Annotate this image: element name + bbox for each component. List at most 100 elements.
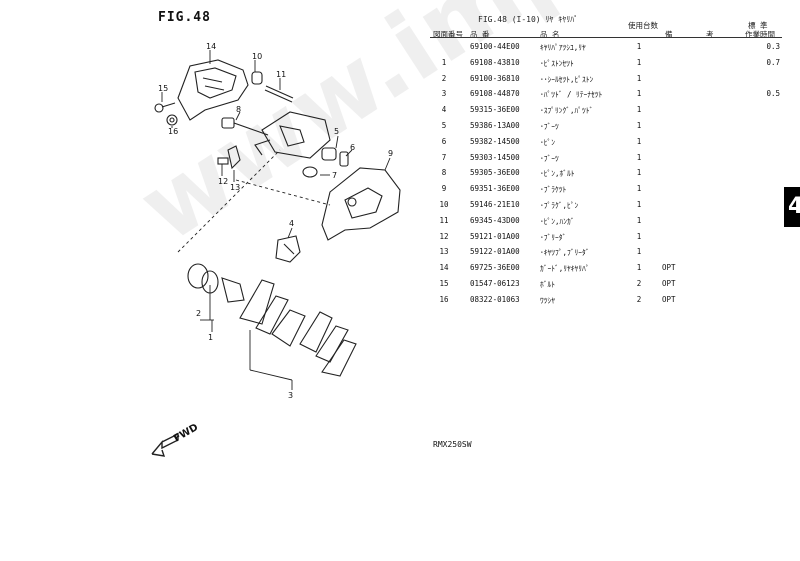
cell-description: ･ﾌﾞｰﾂ: [540, 121, 559, 131]
cell-time: 0.3: [766, 42, 780, 51]
cell-part-number: 59303-14500: [470, 152, 520, 162]
cell-part-number: 69108-44870: [470, 89, 520, 99]
cell-description: ･ﾋﾟﾝ,ﾊﾝｶﾞ: [540, 216, 575, 226]
header-col-part: 品 番: [470, 30, 490, 39]
exploded-diagram: 14 10 11 15 16 8 5 6 7 12 13 9 4 2 1 3: [154, 42, 401, 400]
cell-time: 0.7: [766, 57, 780, 67]
cell-description: ･ﾌﾞﾗｹﾂﾄ: [540, 185, 567, 195]
cell-part-number: 69351-36E00: [470, 184, 520, 194]
callout-2: 2: [196, 309, 201, 318]
cell-remark: OPT: [662, 263, 676, 273]
callout-9: 9: [388, 149, 393, 158]
cell-quantity: 1: [636, 231, 642, 241]
cell-description: ﾜﾂｼﾔ: [540, 295, 555, 305]
cell-description: ﾎﾞﾙﾄ: [540, 279, 555, 289]
callout-16: 16: [168, 127, 178, 136]
table-row: 11 69345-43D00 ･ﾋﾟﾝ,ﾊﾝｶﾞ 1: [430, 214, 782, 230]
cell-time: 0.5: [766, 89, 780, 99]
callout-12: 12: [218, 177, 228, 186]
header-col-desc: 品 名: [540, 30, 560, 39]
table-row: 12 59121-01A00 ･ﾌﾞﾘｰﾀﾞ 1: [430, 230, 782, 246]
cell-quantity: 1: [636, 215, 642, 225]
cell-no: 12: [439, 231, 449, 241]
cell-no: 9: [441, 184, 447, 194]
cell-no: 11: [439, 215, 449, 225]
cell-no: 16: [439, 294, 449, 304]
table-row: 2 69100-36810 ･･ｼｰﾙｾﾂﾄ,ﾋﾟｽﾄﾝ 1: [430, 72, 782, 88]
header-rule: [430, 37, 782, 38]
cell-no: 1: [441, 57, 447, 67]
cell-part-number: 59146-21E10: [470, 199, 520, 209]
cell-description: ･ﾊﾟﾂﾄﾞ / ﾘﾃｰﾅｾﾂﾄ: [540, 90, 603, 100]
cell-description: ･ｽﾌﾟﾘﾝｸﾞ,ﾊﾟﾂﾄﾞ: [540, 106, 594, 116]
cell-part-number: 59121-01A00: [470, 231, 520, 241]
cell-no: 5: [441, 120, 447, 130]
callout-8: 8: [236, 105, 241, 114]
cell-no: 13: [439, 247, 449, 257]
cell-no: 15: [439, 278, 449, 288]
cell-description: ･ﾌﾞﾘｰﾀﾞ: [540, 232, 567, 242]
pad-spring-part: [275, 235, 301, 263]
forward-arrow-icon: FWD: [151, 422, 200, 457]
plug-pin-part: [251, 71, 294, 103]
cell-quantity: 1: [636, 168, 642, 178]
cell-no: 4: [441, 105, 447, 115]
model-code: RMX250SW: [433, 440, 472, 449]
pin-bolt-part: [221, 117, 269, 136]
cell-remark: OPT: [662, 278, 676, 288]
table-figure-label: FIG.48 (I-10) ﾘﾔ ｷﾔﾘﾊﾟ: [478, 15, 579, 24]
cell-quantity: 1: [636, 152, 642, 162]
caliper-bracket-part: [321, 167, 401, 241]
caliper-guard-part: [177, 59, 249, 121]
section-tab: 4: [784, 187, 800, 227]
bleeder-part: [217, 145, 241, 170]
cell-no: 2: [441, 73, 447, 83]
header-col-no: 図面番号: [433, 30, 463, 39]
cell-description: ･･ｼｰﾙｾﾂﾄ,ﾋﾟｽﾄﾝ: [540, 74, 594, 84]
header-quantity-note: 使用台数: [628, 21, 658, 30]
cell-description: ･ﾋﾟﾝ,ﾎﾞﾙﾄ: [540, 169, 575, 179]
cell-quantity: 1: [636, 120, 642, 130]
cell-quantity: 1: [636, 263, 642, 273]
cell-quantity: 1: [636, 89, 642, 99]
callout-4: 4: [289, 219, 294, 228]
cell-quantity: 1: [636, 42, 642, 51]
cell-no: 14: [439, 263, 449, 273]
cell-part-number: 08322-01063: [470, 294, 520, 304]
header-col-remark1: 備: [665, 30, 673, 39]
cell-part-number: 59122-01A00: [470, 247, 520, 257]
callout-14: 14: [206, 42, 216, 51]
callout-1: 1: [208, 333, 213, 342]
bolt-and-washer-part: [154, 102, 178, 126]
cell-part-number: 69345-43D00: [470, 215, 520, 225]
callout-10: 10: [252, 52, 262, 61]
cell-part-number: 59315-36E00: [470, 105, 520, 115]
cell-part-number: 69725-36E00: [470, 263, 520, 273]
cell-part-number: 59382-14500: [470, 136, 520, 146]
cell-part-number: 69100-36810: [470, 73, 520, 83]
cell-description: ･ﾋﾟｽﾄﾝｾﾂﾄ: [540, 58, 574, 68]
cell-quantity: 1: [636, 105, 642, 115]
callout-3: 3: [288, 391, 293, 400]
cell-quantity: 1: [636, 57, 642, 67]
cell-no: 8: [441, 168, 447, 178]
cell-no: 10: [439, 199, 449, 209]
cell-quantity: 2: [636, 294, 642, 304]
cell-quantity: 1: [636, 136, 642, 146]
callout-7: 7: [332, 171, 337, 180]
cell-part-number: 59386-13A00: [470, 120, 520, 130]
callout-11: 11: [276, 70, 286, 79]
cell-quantity: 1: [636, 73, 642, 83]
header-col-remark2: 考: [706, 30, 714, 39]
boot-parts: [302, 147, 349, 178]
